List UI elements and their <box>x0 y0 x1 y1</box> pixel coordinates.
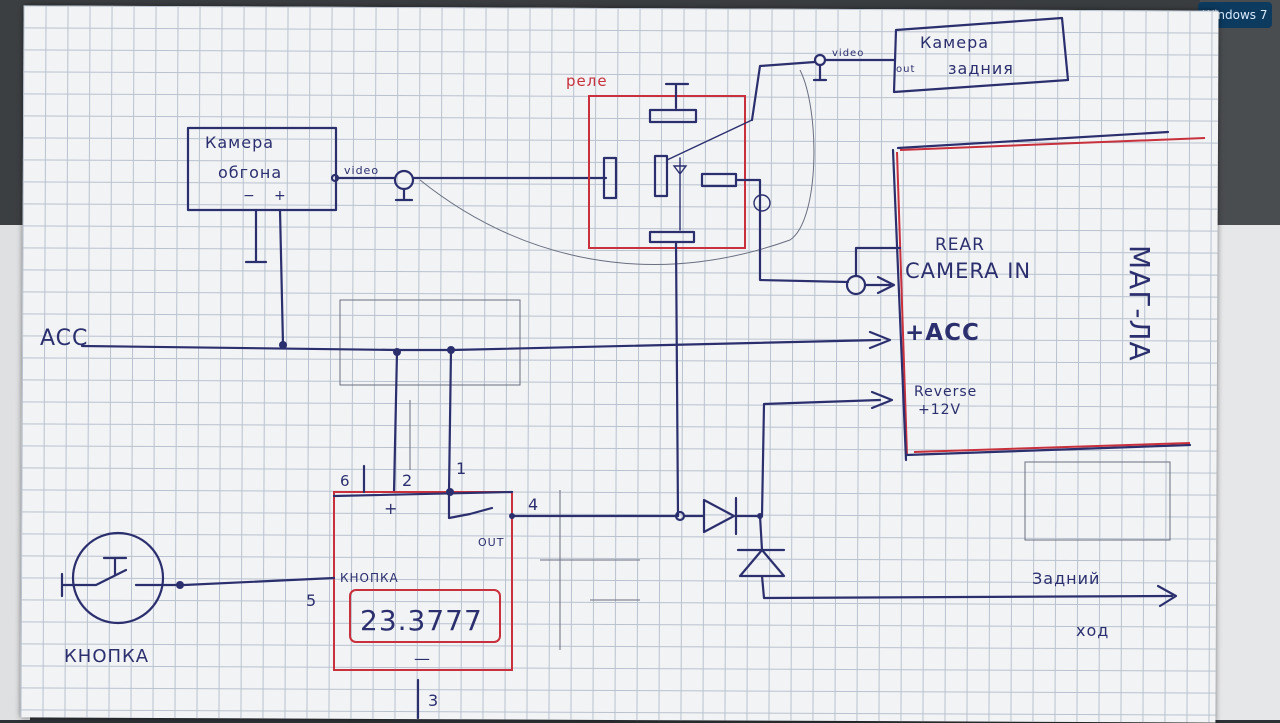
module-button-label: КНОПКА <box>340 571 399 585</box>
camera-rear-title: Камера <box>920 33 989 52</box>
camera-rear-video-label: video <box>832 48 864 59</box>
camera-front-subtitle: обгона <box>218 163 282 182</box>
acc-pin1-wire <box>447 348 453 494</box>
diode-forward <box>682 496 764 536</box>
rca-front-shield <box>394 187 414 202</box>
reverse-wire <box>760 398 882 518</box>
head-unit-acc-label: +ACC <box>905 320 980 346</box>
relay-label: реле <box>566 72 608 90</box>
camera-front: Камера обгона − + video <box>186 126 379 212</box>
push-button: КНОПКА <box>60 531 336 667</box>
diode-reverse <box>736 514 1178 608</box>
pin-5-label: 5 <box>306 591 317 610</box>
acc-junction-camera <box>279 341 287 349</box>
reverse-wire-label-2: ход <box>1076 621 1109 640</box>
reverse-label-2: +12V <box>918 402 961 418</box>
module-part-number: 23.3777 <box>360 604 483 637</box>
camera-rear: Камера задния video out <box>812 16 1070 94</box>
pin-4-label: 4 <box>528 495 539 514</box>
rear-camera-label-2: CAMERA IN <box>905 259 1031 283</box>
rca-connector-mid <box>753 194 771 212</box>
module-plus-label: + <box>384 499 398 518</box>
acc-arrow <box>868 330 892 350</box>
module-out-label: OUT <box>478 536 504 549</box>
relay-coil-wire <box>674 240 680 518</box>
acc-wire <box>80 338 882 352</box>
button-label: КНОПКА <box>64 646 149 667</box>
rear-in-wire <box>854 246 902 287</box>
camera-front-plus: + <box>274 188 287 204</box>
pin-1-label: 1 <box>456 459 467 478</box>
camera-rear-subtitle: задния <box>948 59 1014 78</box>
pin-2-label: 2 <box>402 471 413 490</box>
relay-rear-camera-wire <box>734 178 850 284</box>
acc-label: ACC <box>40 326 88 351</box>
head-unit-side-text: MAГ-ЛА <box>1123 245 1156 362</box>
camera-front-minus: − <box>243 188 256 204</box>
camera-front-video-label: video <box>344 164 379 177</box>
pin-3-label: 3 <box>428 691 439 710</box>
head-unit: REAR CAMERA IN +ACC Reverse +12V MAГ-ЛА <box>891 130 1206 462</box>
reverse-wire-label-1: Задний <box>1032 569 1100 588</box>
rear-camera-label-1: REAR <box>935 235 985 255</box>
camera-rear-out-label: out <box>896 64 915 75</box>
pencil-ghost-marks <box>339 69 1171 650</box>
rca-connector-front <box>393 169 415 191</box>
reverse-arrow <box>870 390 894 410</box>
pin-6-label: 6 <box>340 472 351 490</box>
camera-front-title: Камера <box>205 133 274 152</box>
control-module: 6 2 1 4 5 3 + — OUT КНОПКА 23.3777 <box>306 459 539 720</box>
module-minus-label: — <box>414 649 431 668</box>
rca-connector-rear-in <box>845 274 867 296</box>
relay-rear-video-wire <box>750 60 817 122</box>
camera-front-ground <box>244 208 268 264</box>
relay: реле <box>566 72 753 249</box>
rear-in-arrow <box>876 275 896 295</box>
camera-front-power-wire <box>278 208 285 347</box>
acc-pin2-wire <box>392 350 399 494</box>
reverse-label-1: Reverse <box>914 384 977 400</box>
